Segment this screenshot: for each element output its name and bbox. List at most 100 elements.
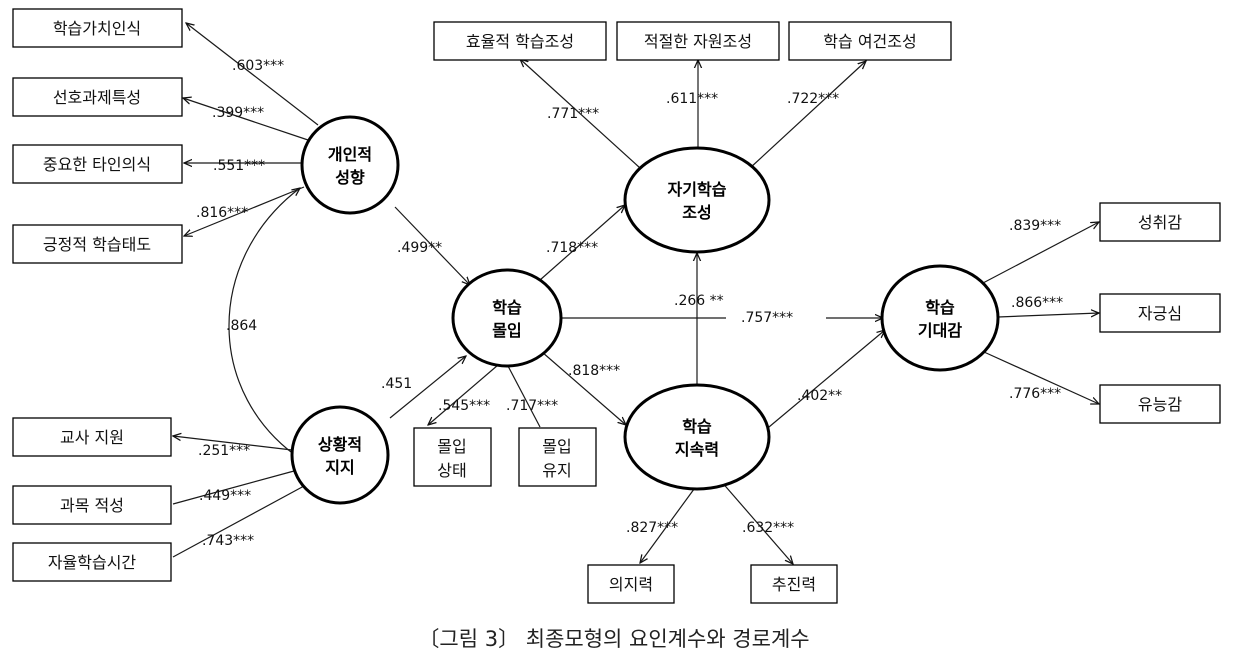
indicator-others: 중요한 타인의식	[12, 144, 183, 184]
coef-competence: .776***	[1009, 386, 1061, 402]
indicator-drive: 추진력	[750, 564, 838, 604]
indicator-value: 학습가치인식	[12, 8, 183, 48]
edge-situational-teacher	[173, 436, 293, 451]
indicator-label: 학습 여건조성	[823, 32, 916, 51]
coef-pride: .866***	[1011, 295, 1063, 311]
indicator-label: 교사 지원	[60, 428, 124, 447]
latent-label-line1: 자기학습	[668, 180, 727, 199]
indicator-label: 학습가치인식	[53, 19, 141, 38]
indicator-efficient: 효율적 학습조성	[433, 21, 607, 61]
edge-persistence-expectation	[762, 330, 885, 433]
coef-situational-engagement: .451	[381, 376, 412, 392]
latent-label-line2: 성향	[335, 168, 365, 187]
coef-persistence-selfdirected: .266 **	[674, 293, 724, 309]
latent-engagement: 학습 몰입	[451, 268, 563, 368]
edge-correlation	[228, 188, 302, 460]
latent-label-line2: 몰입	[492, 321, 521, 340]
figure-caption: 〔그림 3〕 최종모형의 요인계수와 경로계수	[418, 627, 809, 651]
label-background	[726, 306, 826, 328]
coef-correlation: .864	[226, 318, 257, 334]
indicator-pride: 자긍심	[1099, 293, 1221, 333]
edge-selfdirected-condition	[749, 61, 866, 169]
indicator-aptitude: 과목 적성	[12, 485, 172, 525]
latent-label-line2: 지속력	[675, 440, 719, 459]
coef-preference: .399***	[212, 105, 264, 121]
indicator-label: 효율적 학습조성	[466, 32, 574, 51]
indicator-studytime: 자율학습시간	[12, 542, 172, 582]
coef-value: .603***	[232, 58, 284, 74]
latent-label-line1: 학습	[682, 417, 712, 436]
edge-personal-preference	[183, 98, 309, 141]
latent-situational: 상황적 지지	[290, 405, 390, 505]
indicator-label: 자율학습시간	[48, 553, 137, 572]
latent-expectation: 학습 기대감	[880, 264, 1000, 372]
indicator-boxes: 학습가치인식 선호과제특성 중요한 타인의식 긍정적 학습태도 교사 지원 과목…	[12, 8, 1221, 604]
latent-label-line2: 조성	[682, 203, 711, 222]
coef-achieve: .839***	[1009, 218, 1061, 234]
indicator-label: 자긍심	[1138, 304, 1182, 323]
edge-selfdirected-efficient	[520, 59, 641, 169]
edge-engagement-state	[428, 364, 499, 425]
latent-label-line1: 개인적	[328, 145, 372, 164]
indicator-resource: 적절한 자원조성	[616, 21, 780, 61]
latent-persistence: 학습 지속력	[623, 383, 771, 491]
indicator-label-line1: 몰입	[542, 437, 571, 456]
indicator-condition: 학습 여건조성	[788, 21, 952, 61]
coef-others: .551***	[213, 158, 265, 174]
indicator-label: 중요한 타인의식	[43, 155, 151, 174]
indicator-label: 긍정적 학습태도	[43, 235, 151, 254]
coef-maintain: .717***	[506, 398, 558, 414]
indicator-label: 적절한 자원조성	[644, 32, 752, 51]
indicator-label: 과목 적성	[60, 496, 124, 515]
coef-attitude: .816***	[196, 205, 248, 221]
coef-resource: .611***	[666, 91, 718, 107]
edge-personal-value	[186, 23, 319, 126]
edge-expectation-competence	[983, 351, 1099, 404]
edge-engagement-selfdirected	[539, 205, 625, 281]
edge-situational-aptitude	[172, 470, 295, 505]
indicator-competence: 유능감	[1099, 384, 1221, 424]
indicator-label-line2: 유지	[542, 461, 571, 480]
indicator-label-line2: 상태	[437, 461, 466, 480]
edge-expectation-pride	[997, 313, 1099, 318]
edge-persistence-will	[640, 484, 698, 563]
coef-will: .827***	[626, 520, 678, 536]
edges	[173, 23, 1099, 564]
edge-situational-engagement	[389, 356, 466, 419]
indicator-label: 성취감	[1138, 213, 1182, 232]
latent-label-line1: 상황적	[318, 435, 362, 454]
latent-label-line1: 학습	[492, 298, 522, 317]
coef-drive: .632***	[742, 520, 794, 536]
indicator-label: 추진력	[772, 575, 816, 594]
indicator-label: 선호과제특성	[53, 88, 141, 107]
indicator-label: 유능감	[1138, 395, 1182, 414]
coef-aptitude: .449***	[199, 488, 251, 504]
edge-personal-attitude	[184, 186, 305, 236]
latent-nodes: 개인적 성향 상황적 지지 학습 몰입 자기학습 조성 학습 지속력 학습 기대…	[290, 115, 1000, 505]
edge-situational-studytime	[172, 485, 305, 558]
coef-studytime: .743***	[202, 533, 254, 549]
edge-persistence-drive	[719, 479, 793, 564]
indicator-teacher: 교사 지원	[12, 417, 172, 457]
coef-engagement-expectation: .757***	[741, 310, 793, 326]
latent-personal: 개인적 성향	[300, 115, 400, 215]
edge-expectation-achieve	[982, 222, 1099, 284]
indicator-label: 의지력	[609, 575, 653, 594]
coef-efficient: .771***	[547, 106, 599, 122]
coef-teacher: .251***	[198, 443, 250, 459]
coef-engagement-selfdirected: .718***	[546, 240, 598, 256]
edge-engagement-maintain	[507, 365, 541, 428]
coef-state: .545***	[438, 398, 490, 414]
latent-label-line2: 지지	[325, 458, 354, 477]
indicator-achieve: 성취감	[1099, 202, 1221, 242]
coef-personal-engagement: .499**	[397, 240, 442, 256]
edge-engagement-persistence	[541, 351, 626, 425]
coefficients: .603*** .399*** .551*** .816*** .864 .25…	[196, 58, 1063, 549]
latent-selfdirected: 자기학습 조성	[623, 146, 771, 254]
indicator-attitude: 긍정적 학습태도	[12, 224, 183, 264]
latent-label-line1: 학습	[925, 298, 955, 317]
indicator-state: 몰입 상태	[413, 427, 492, 487]
coef-persistence-expectation: .402**	[797, 388, 842, 404]
coef-condition: .722***	[787, 91, 839, 107]
